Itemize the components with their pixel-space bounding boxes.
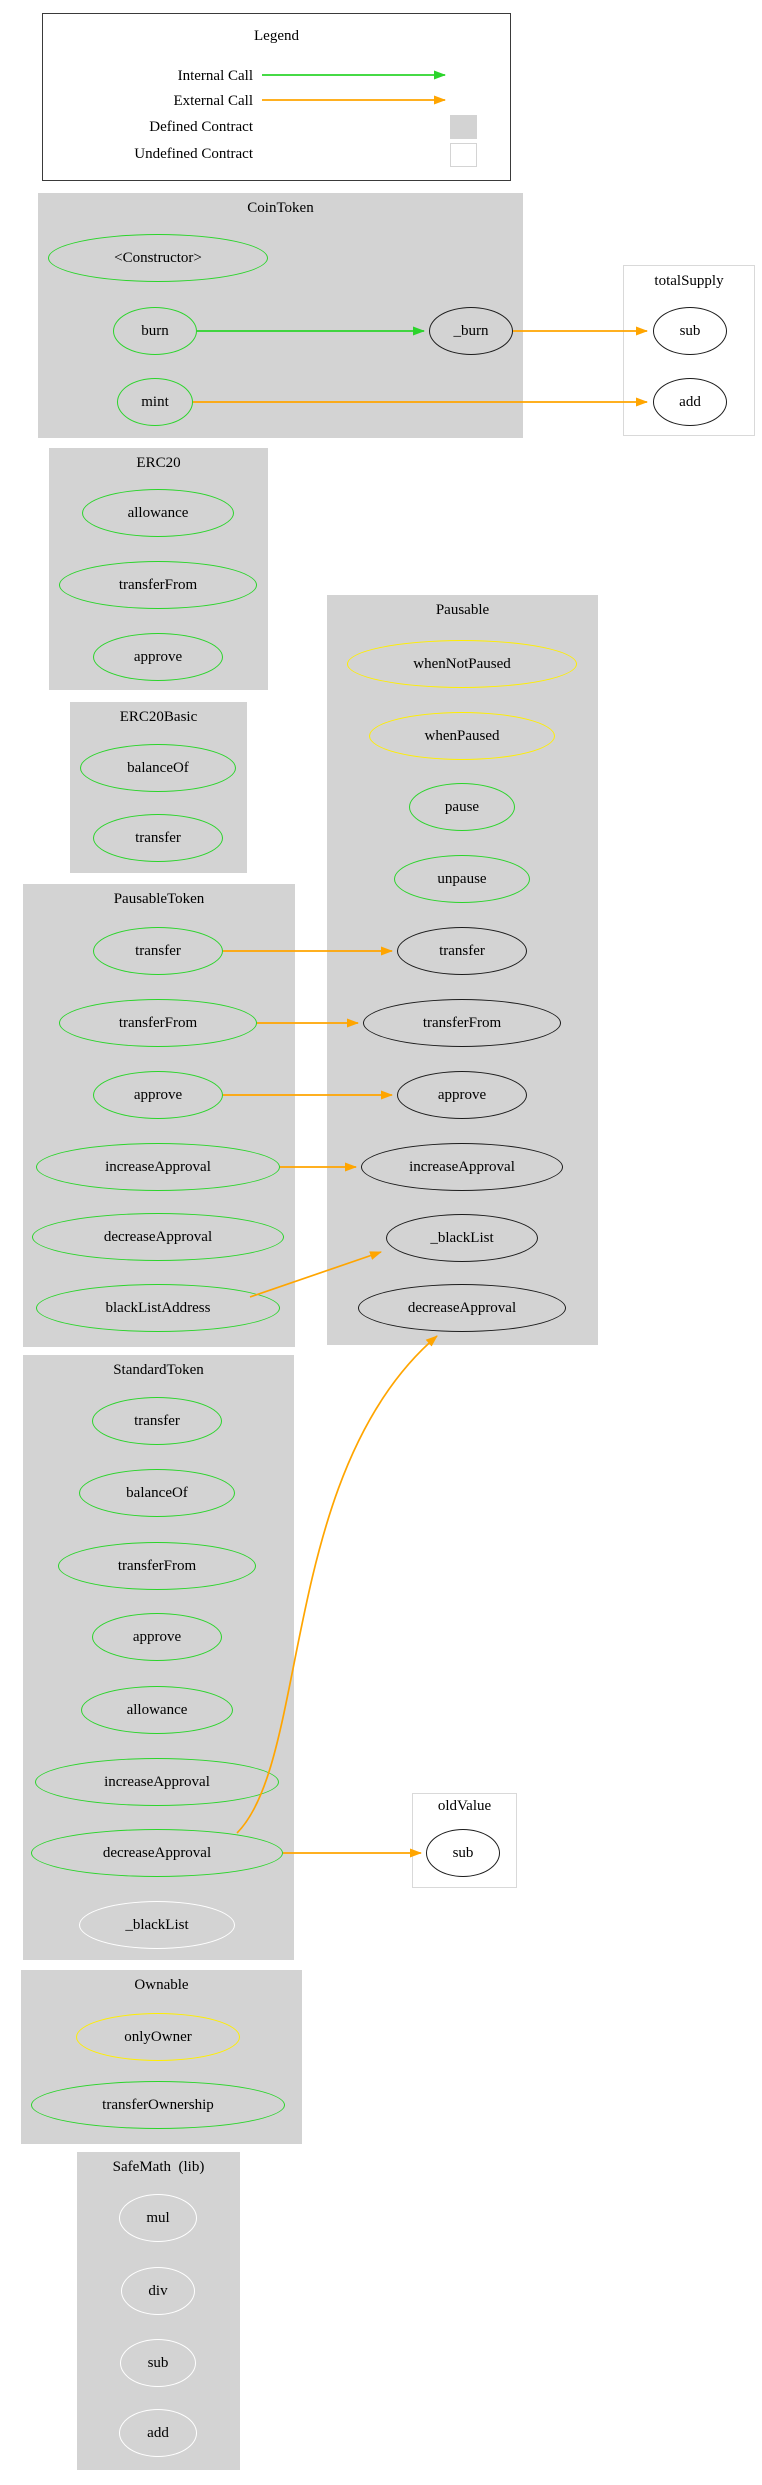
node-standardtoken-increaseapproval: increaseApproval xyxy=(35,1758,279,1806)
cluster-ownable-title: Ownable xyxy=(134,1977,189,1993)
node-safemath-mul: mul xyxy=(119,2194,197,2242)
node-standardtoken-decreaseapproval: decreaseApproval xyxy=(31,1829,283,1877)
node-standardtoken-approve: approve xyxy=(92,1613,222,1661)
node-erc20basic-balanceof: balanceOf xyxy=(80,744,236,792)
node-pausable-_blacklist: _blackList xyxy=(386,1214,538,1262)
node-pausabletoken-increaseapproval: increaseApproval xyxy=(36,1143,280,1191)
node-ownable-transferownership: transferOwnership xyxy=(31,2081,285,2129)
cluster-pausable-title: Pausable xyxy=(435,602,490,618)
node-pausable-whennotpaused: whenNotPaused xyxy=(347,640,577,688)
undefined-contract-swatch xyxy=(450,143,477,167)
node-pausable-increaseapproval: increaseApproval xyxy=(361,1143,563,1191)
cluster-erc20-title: ERC20 xyxy=(136,455,181,471)
node-standardtoken-_blacklist: _blackList xyxy=(79,1901,235,1949)
node-cointoken-burn: burn xyxy=(113,307,197,355)
cluster-totalsupply-title: totalSupply xyxy=(654,273,724,289)
legend-undefined-contract-label: Undefined Contract xyxy=(134,146,253,162)
node-pausable-approve: approve xyxy=(397,1071,527,1119)
node-pausable-whenpaused: whenPaused xyxy=(369,712,555,760)
node-pausabletoken-transferfrom: transferFrom xyxy=(59,999,257,1047)
node-cointoken-constructor: <Constructor> xyxy=(48,234,268,282)
cluster-oldvalue-title: oldValue xyxy=(437,1798,492,1814)
legend-title: Legend xyxy=(254,28,299,44)
node-standardtoken-balanceof: balanceOf xyxy=(79,1469,235,1517)
defined-contract-swatch xyxy=(450,115,477,139)
legend-defined-contract-label: Defined Contract xyxy=(149,119,253,135)
node-totalsupply-sub: sub xyxy=(653,307,727,355)
node-pausabletoken-transfer: transfer xyxy=(93,927,223,975)
cluster-pausabletoken-title: PausableToken xyxy=(113,891,205,907)
legend-box: Legend Internal Call External Call Defin… xyxy=(42,13,511,181)
node-pausable-transfer: transfer xyxy=(397,927,527,975)
node-standardtoken-transfer: transfer xyxy=(92,1397,222,1445)
node-oldvalue-sub: sub xyxy=(426,1829,500,1877)
node-totalsupply-add: add xyxy=(653,378,727,426)
node-pausable-transferfrom: transferFrom xyxy=(363,999,561,1047)
node-pausabletoken-decreaseapproval: decreaseApproval xyxy=(32,1213,284,1261)
node-safemath-sub: sub xyxy=(120,2339,196,2387)
cluster-erc20basic-title: ERC20Basic xyxy=(119,709,198,725)
node-erc20-approve: approve xyxy=(93,633,223,681)
cluster-safemath-title: SafeMath (lib) xyxy=(112,2159,205,2175)
node-erc20basic-transfer: transfer xyxy=(93,814,223,862)
node-standardtoken-allowance: allowance xyxy=(81,1686,233,1734)
legend-internal-call-label: Internal Call xyxy=(177,68,253,84)
node-safemath-div: div xyxy=(121,2267,195,2315)
node-standardtoken-transferfrom: transferFrom xyxy=(58,1542,256,1590)
legend-external-call-label: External Call xyxy=(173,93,253,109)
node-pausabletoken-approve: approve xyxy=(93,1071,223,1119)
node-pausable-decreaseapproval: decreaseApproval xyxy=(358,1284,566,1332)
node-erc20-transferfrom: transferFrom xyxy=(59,561,257,609)
node-ownable-onlyowner: onlyOwner xyxy=(76,2013,240,2061)
cluster-standardtoken-title: StandardToken xyxy=(113,1362,204,1378)
node-safemath-add: add xyxy=(119,2409,197,2457)
cluster-cointoken-title: CoinToken xyxy=(247,200,314,216)
node-cointoken-_burn: _burn xyxy=(429,307,513,355)
node-erc20-allowance: allowance xyxy=(82,489,234,537)
node-pausabletoken-blacklistaddress: blackListAddress xyxy=(36,1284,280,1332)
node-cointoken-mint: mint xyxy=(117,378,193,426)
node-pausable-pause: pause xyxy=(409,783,515,831)
node-pausable-unpause: unpause xyxy=(394,855,530,903)
